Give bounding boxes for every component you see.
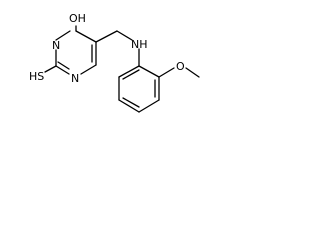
methylene-linker xyxy=(95,30,140,67)
bond-ar2-o xyxy=(158,67,175,78)
atom-label-nh: NH xyxy=(131,38,148,51)
bond-o-ch3 xyxy=(185,67,200,78)
bond-c4-c5 xyxy=(75,30,97,43)
molecule-structure-diagram: OH N N HS NH O xyxy=(0,0,214,153)
atom-label-oh: OH xyxy=(69,12,86,25)
bond-ar6-ar1-double xyxy=(122,69,140,80)
structure-canvas: OH N N HS NH O xyxy=(29,12,200,113)
bond-ar6-ar1 xyxy=(118,65,140,78)
atom-label-n1: N xyxy=(71,72,79,85)
bond-ar3-ar4 xyxy=(138,99,160,113)
atom-label-sh: HS xyxy=(29,70,44,83)
bond-c2-sh xyxy=(44,65,57,73)
benzene-ring xyxy=(118,65,160,113)
bond-ar4-ar5-double xyxy=(122,97,140,108)
methoxy-group xyxy=(158,67,200,78)
bond-n1-c2 xyxy=(55,65,70,75)
bond-c6-n1 xyxy=(80,64,97,75)
atom-label-o-methoxy: O xyxy=(176,60,185,73)
bond-c5-ch2 xyxy=(95,30,118,43)
bond-ar1-ar2 xyxy=(138,65,160,78)
atom-label-n3: N xyxy=(52,39,60,52)
bond-ch2-nh xyxy=(116,30,133,41)
pyrimidine-ring xyxy=(44,25,97,75)
bond-n3-c4 xyxy=(55,30,71,41)
bond-ar4-ar5 xyxy=(118,99,140,113)
bond-n1-c2-double xyxy=(57,61,70,70)
